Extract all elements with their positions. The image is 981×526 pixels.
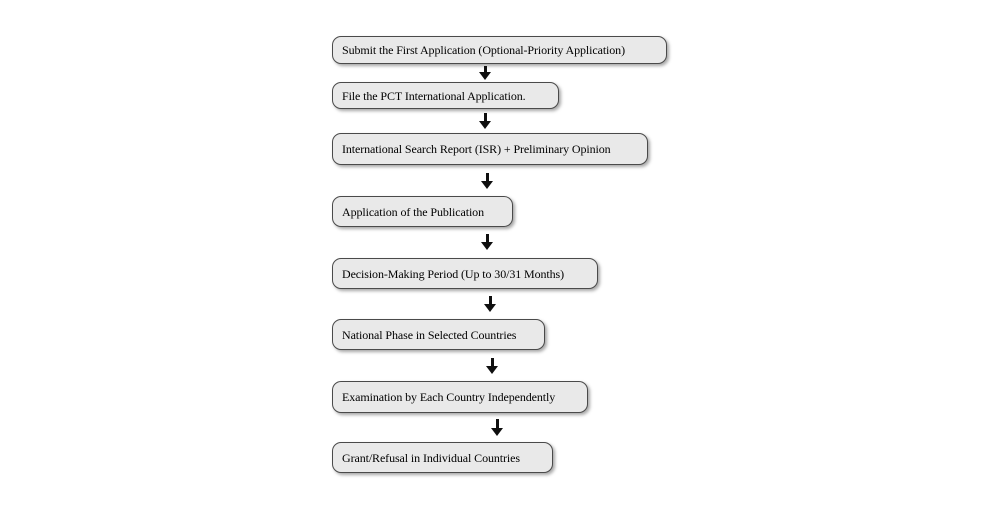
flow-step-label: Grant/Refusal in Individual Countries <box>342 450 520 465</box>
arrow-stem <box>488 296 492 304</box>
flow-step-label: File the PCT International Application. <box>342 88 526 103</box>
down-arrow-icon <box>486 358 498 374</box>
flow-step-application-publication: Application of the Publication <box>332 196 513 227</box>
arrow-head <box>481 181 493 189</box>
flow-step-label: International Search Report (ISR) + Prel… <box>342 142 611 156</box>
arrow-head <box>479 121 491 129</box>
flow-step-label: National Phase in Selected Countries <box>342 327 517 342</box>
arrow-head <box>484 304 496 312</box>
down-arrow-icon <box>481 234 493 250</box>
flow-step-national-phase: National Phase in Selected Countries <box>332 319 545 350</box>
arrow-stem <box>483 113 487 121</box>
flow-step-examination-by-country: Examination by Each Country Independentl… <box>332 381 588 413</box>
flow-step-decision-making-period: Decision-Making Period (Up to 30/31 Mont… <box>332 258 598 289</box>
arrow-stem <box>485 234 489 242</box>
arrow-stem <box>490 358 494 366</box>
arrow-head <box>479 72 491 80</box>
down-arrow-icon <box>479 113 491 129</box>
flow-step-label: Decision-Making Period (Up to 30/31 Mont… <box>342 266 565 281</box>
down-arrow-icon <box>479 66 491 80</box>
arrow-stem <box>485 173 489 181</box>
arrow-head <box>491 428 503 436</box>
arrow-head <box>481 242 493 250</box>
arrow-head <box>486 366 498 374</box>
flow-step-grant-refusal: Grant/Refusal in Individual Countries <box>332 442 553 473</box>
flow-step-international-search-report: International Search Report (ISR) + Prel… <box>332 133 648 165</box>
down-arrow-icon <box>481 173 493 189</box>
arrow-stem <box>495 419 499 428</box>
flow-step-label: Application of the Publication <box>342 204 484 219</box>
flow-step-label: Submit the First Application (Optional-P… <box>342 43 625 57</box>
down-arrow-icon <box>484 296 496 312</box>
arrow-stem <box>483 66 487 72</box>
down-arrow-icon <box>491 419 503 436</box>
flow-step-submit-first-application: Submit the First Application (Optional-P… <box>332 36 667 64</box>
flow-step-label: Examination by Each Country Independentl… <box>342 390 556 404</box>
flow-step-file-pct-application: File the PCT International Application. <box>332 82 559 109</box>
